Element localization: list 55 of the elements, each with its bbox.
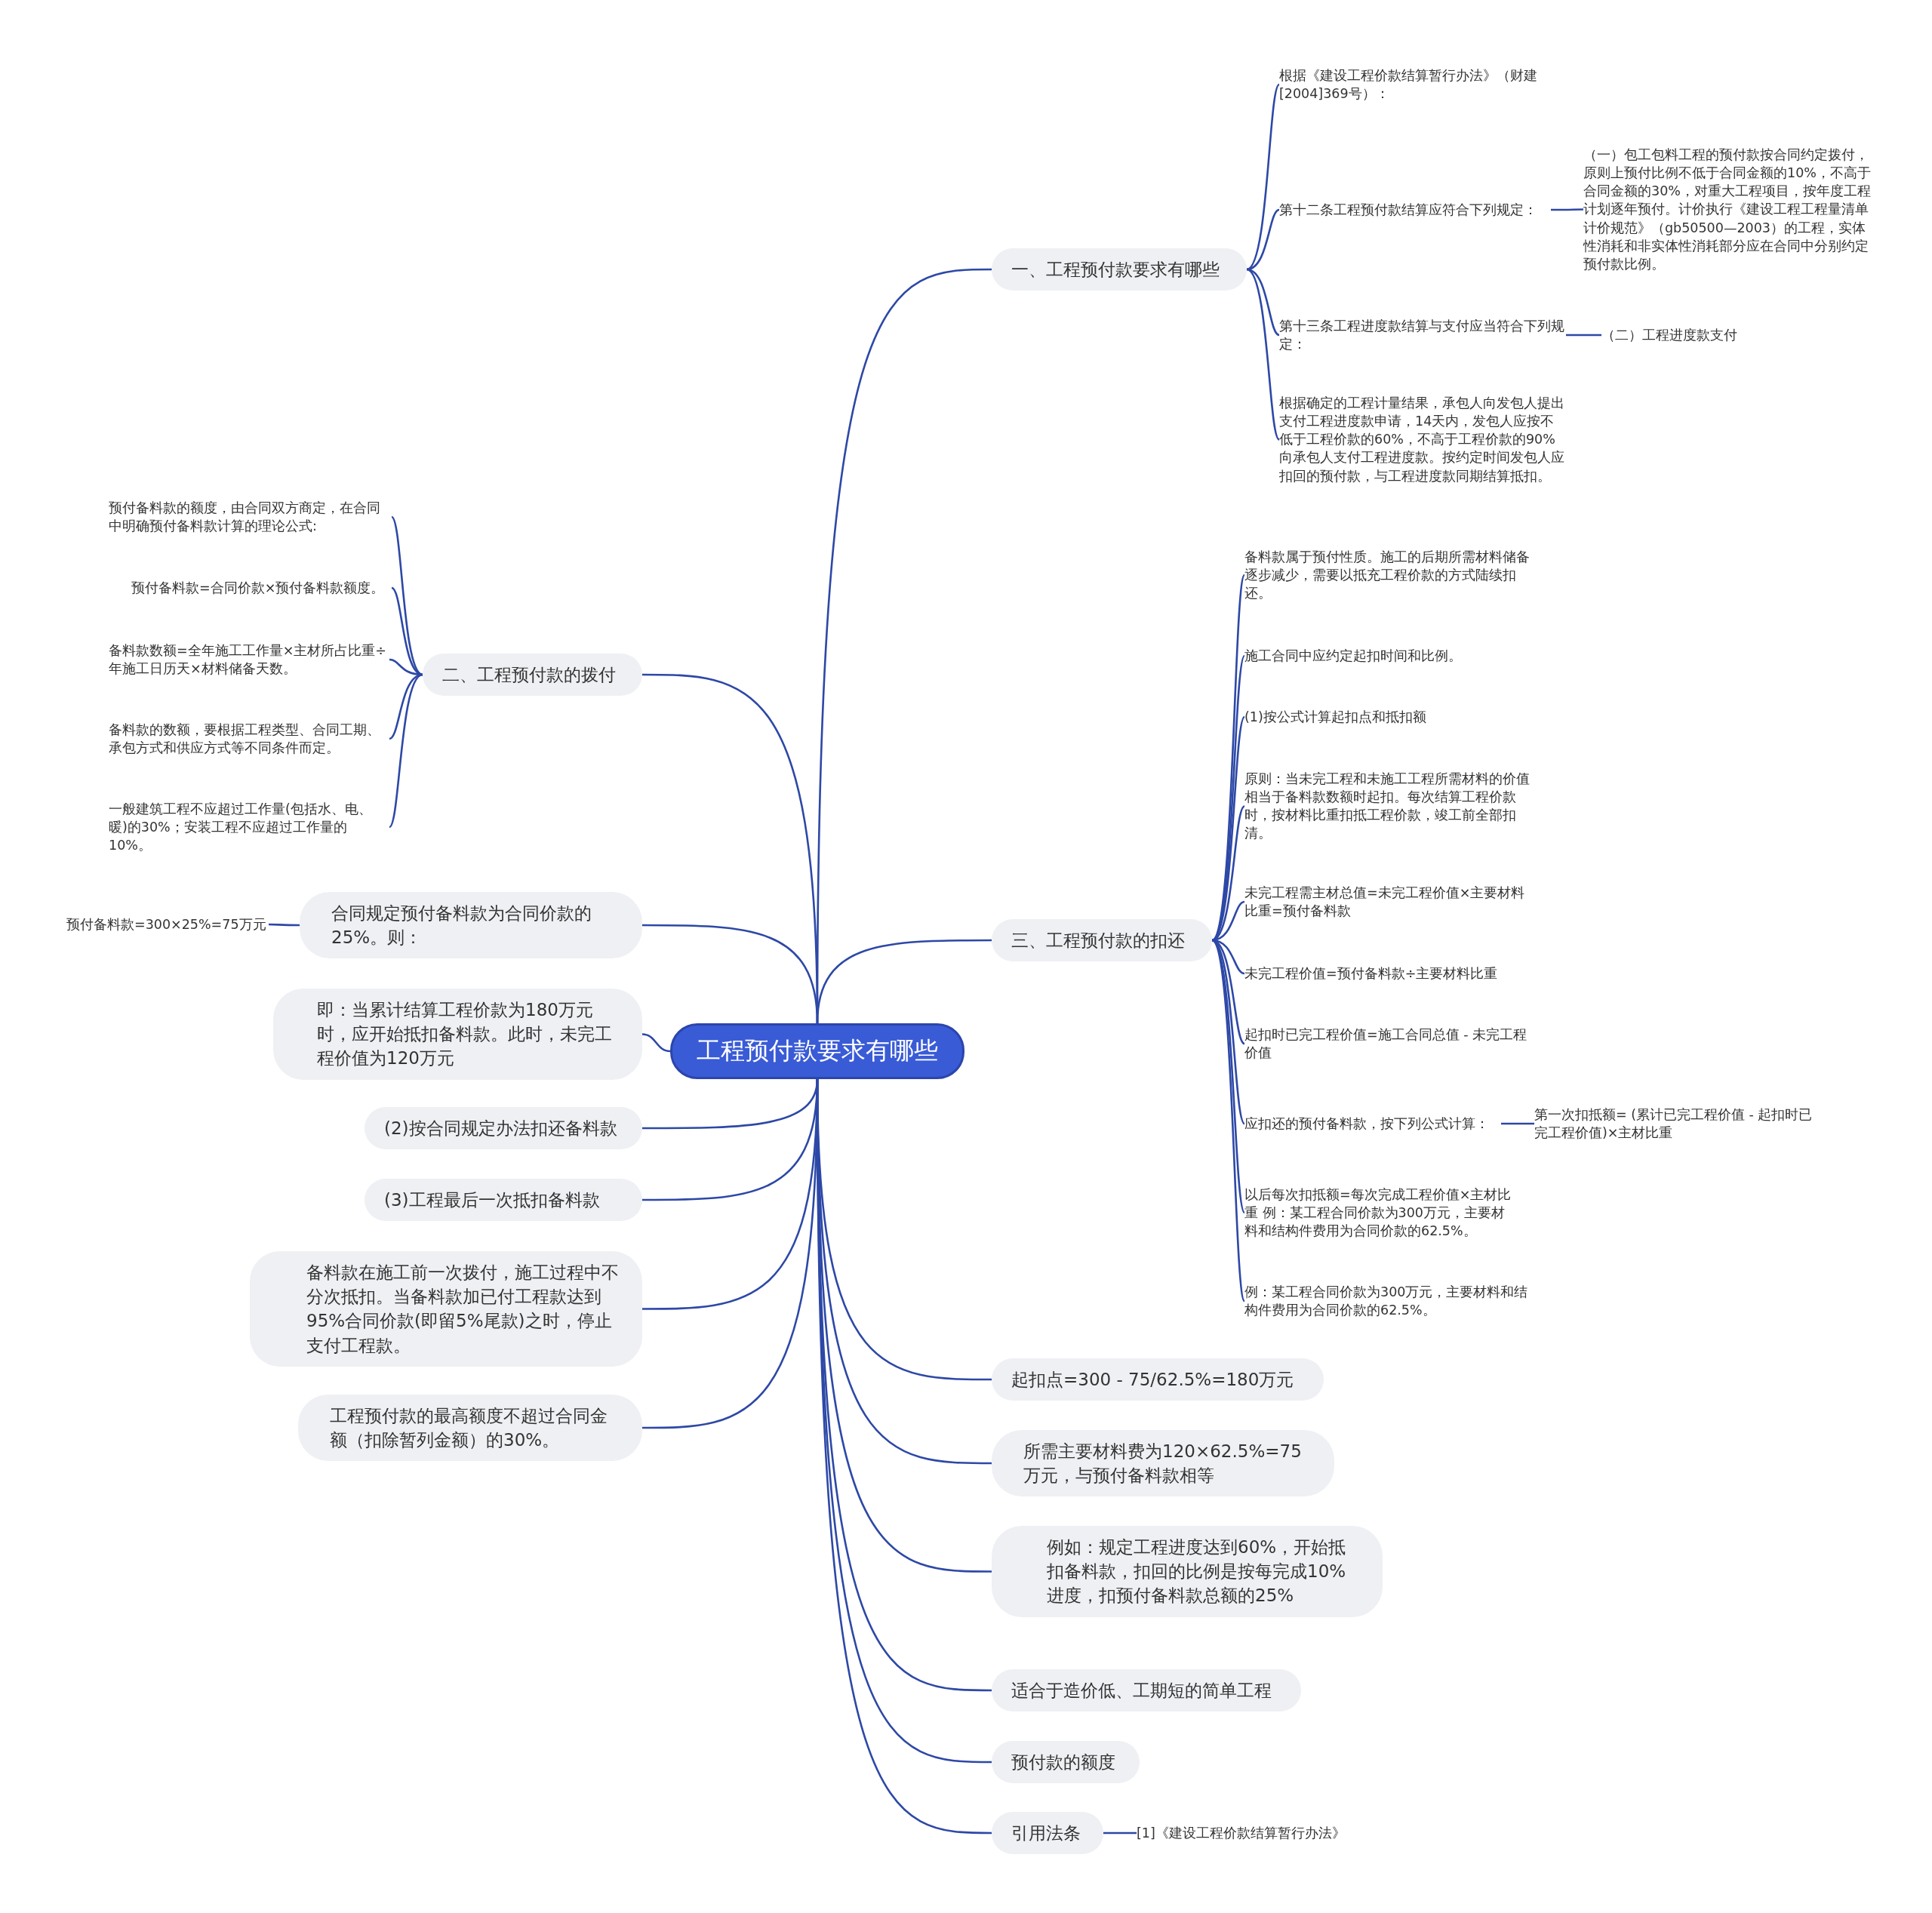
topic-text: 未完工程需主材总值=未完工程价值×主要材料比重=预付备料款 [1244,884,1531,921]
connector-line [1211,655,1246,941]
topic-text: 第十三条工程进度款结算与支付应当符合下列规定： [1279,317,1566,354]
topic-text: 第十二条工程预付款结算应符合下列规定： [1279,201,1551,220]
topic-text: 备料款的数额，要根据工程类型、合同工期、承包方式和供应方式等不同条件而定。 [109,721,389,758]
topic-pill: (3)工程最后一次抵扣备料款 [365,1179,642,1222]
connector-line [1103,1831,1137,1835]
connector-line [1211,716,1246,941]
connector-line [1246,268,1281,441]
topic-text: 备料款数额=全年施工工作量×主材所占比重÷年施工日历天×材料储备天数。 [109,641,389,678]
topic-text: 根据《建设工程价款结算暂行办法》（财建[2004]369号）： [1279,66,1566,103]
topic-text: 预付备料款=合同价款×预付备料款额度。 [131,579,392,598]
connector-line [391,586,423,676]
connector-line [1246,208,1280,271]
topic-text: 一般建筑工程不应超过工作量(包括水、电、暖)的30%；安装工程不应超过工作量的10%。 [109,800,389,855]
topic-pill: 工程预付款的最高额度不超过合同金额（扣除暂列金额）的30%。 [298,1395,642,1462]
connector-line [1566,334,1601,337]
topic-text: 起扣时已完工程价值=施工合同总值 - 未完工程价值 [1244,1026,1531,1063]
topic-pill: 即：当累计结算工程价款为180万元时，应开始抵扣备料款。此时，未完工程价值为120万元 [273,989,642,1080]
topic-text: 以后每次扣抵额=每次完成工程价值×主材比重 例：某工程合同价款为300万元，主要材料和结构件费用为合同价款的62.5%。 [1244,1186,1518,1241]
topic-text: 根据确定的工程计量结果，承包人向发包人提出支付工程进度款申请，14天内，发包人应按不低于工程价款的60%，不高于工程价款的90%向承包人支付工程进度款。按约定时间发包人应扣回的预付款，与工程进度款同期结算抵扣。 [1279,394,1566,485]
connector-line [641,1033,671,1053]
topic-pill: 二、工程预付款的拨付 [423,654,642,697]
topic-pill: 预付款的额度 [992,1741,1140,1784]
topic-pill: 起扣点=300 - 75/62.5%=180万元 [992,1358,1324,1401]
topic-text: 未完工程价值=预付备料款÷主要材料比重 [1244,964,1531,983]
topic-pill: 例如：规定工程进度达到60%，开始抵扣备料款，扣回的比例是按每完成10%进度，扣预付备料款总额的25% [992,1526,1383,1617]
connector-line [816,939,992,1024]
connector-line [269,923,300,927]
topic-text: [1]《建设工程价款结算暂行办法》 [1137,1824,1355,1843]
topic-text: 备料款属于预付性质。施工的后期所需材料储备逐步减少，需要以抵充工程价款的方式陆续扣还。 [1244,548,1531,603]
topic-text: 原则：当未完工程和未施工工程所需材料的价值相当于备料款数额时起扣。每次结算工程价款时，按材料比重扣抵工程价款，竣工前全部扣清。 [1244,770,1531,843]
topic-pill: 一、工程预付款要求有哪些 [992,248,1247,291]
topic-text: 第一次扣抵额= (累计已完工程价值 - 起扣时已完工程价值)×主材比重 [1534,1106,1817,1143]
connector-line [1501,1122,1534,1125]
topic-pill: 三、工程预付款的扣还 [992,919,1212,962]
topic-text: 例：某工程合同价款为300万元，主要材料和结构件费用为合同价款的62.5%。 [1244,1283,1531,1320]
connector-line [1246,84,1281,271]
topic-pill: 所需主要材料费为120×62.5%=75万元，与预付备料款相等 [992,1430,1334,1497]
connector-line [1551,208,1583,211]
connector-line [389,673,423,828]
topic-text: （一）包工包料工程的预付款按合同约定拨付，原则上预付比例不低于合同金额的10%，不高于合同金额的30%，对重大工程项目，按年度工程计划逐年预付。计价执行《建设工程工程量清单计价规范》（gb50500—2003）的工程，实体性消耗和非实体性消耗部分应在合同中分别约定预付款比例。 [1583,146,1874,273]
topic-pill: (2)按合同规定办法扣还备料款 [365,1107,642,1150]
topic-text: 预付备料款的额度，由合同双方商定，在合同中明确预付备料款计算的理论公式: [109,499,392,536]
topic-text: 施工合同中应约定起扣时间和比例。 [1244,647,1531,666]
topic-text: 预付备料款=300×25%=75万元 [66,915,269,934]
topic-pill: 备料款在施工前一次拨付，施工过程中不分次抵扣。当备料款加已付工程款达到95%合同价款(即留5%尾款)之时，停止支付工程款。 [250,1251,642,1367]
central-topic: 工程预付款要求有哪些 [670,1023,964,1079]
topic-text: (1)按公式计算起扣点和抵扣额 [1244,708,1531,727]
topic-pill: 适合于造价低、工期短的简单工程 [992,1669,1301,1712]
topic-pill: 合同规定预付备料款为合同价款的25%。则： [300,892,642,959]
topic-text: 应扣还的预付备料款，按下列公式计算： [1244,1115,1501,1133]
topic-pill: 引用法条 [992,1812,1103,1855]
connector-line [1211,940,1246,1302]
topic-text: （二）工程进度款支付 [1601,326,1752,345]
